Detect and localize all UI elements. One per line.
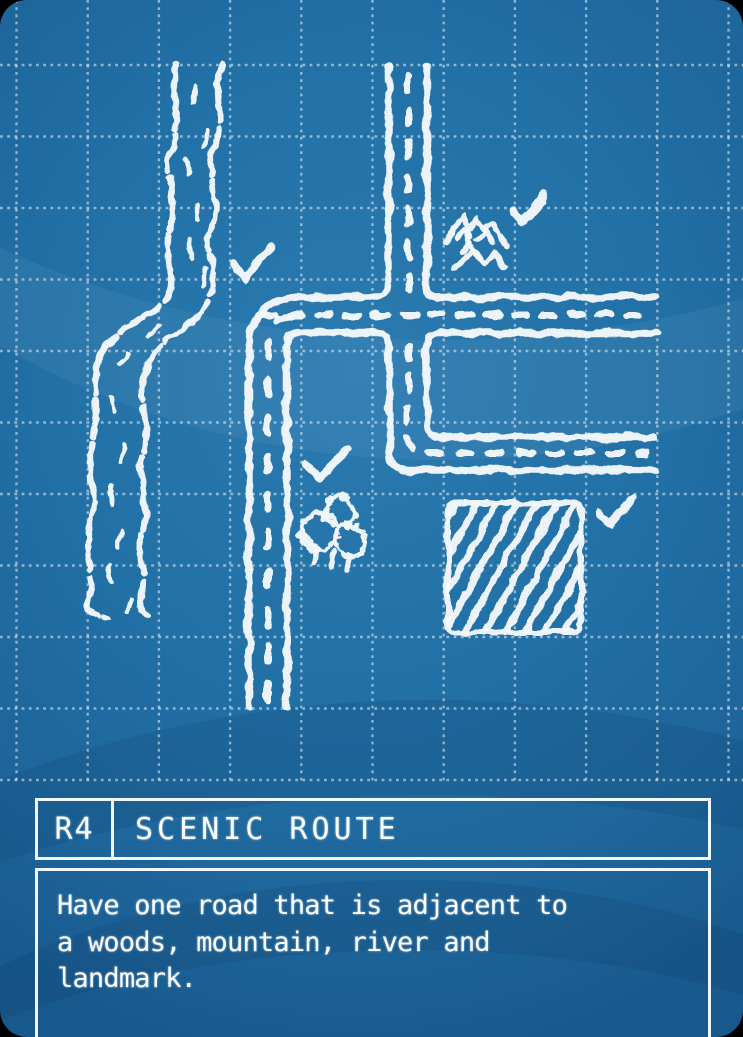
card-description-box: Have one road that is adjacent to a wood… xyxy=(35,868,711,1037)
woods-icon xyxy=(299,494,369,572)
road-icon xyxy=(245,61,660,711)
description-line: landmark. xyxy=(57,963,197,995)
landmark-icon xyxy=(445,500,584,635)
river-icon xyxy=(84,61,224,621)
blueprint-grid xyxy=(0,0,743,782)
description-line: Have one road that is adjacent to xyxy=(57,890,568,921)
mountain-icon xyxy=(444,213,510,271)
card-title: SCENIC ROUTE xyxy=(114,801,708,857)
woods-checkmark-icon xyxy=(302,444,352,484)
landmark-checkmark-icon xyxy=(594,493,638,529)
card-id-text: R4 xyxy=(54,811,95,847)
card-title-bar: R4 SCENIC ROUTE xyxy=(35,798,711,860)
card-title-text: SCENIC ROUTE xyxy=(135,811,400,847)
mountain-checkmark-icon xyxy=(508,189,550,227)
river-checkmark-icon xyxy=(228,242,276,283)
card-id-badge: R4 xyxy=(38,801,114,857)
description-line: a woods, mountain, river and xyxy=(57,926,491,958)
